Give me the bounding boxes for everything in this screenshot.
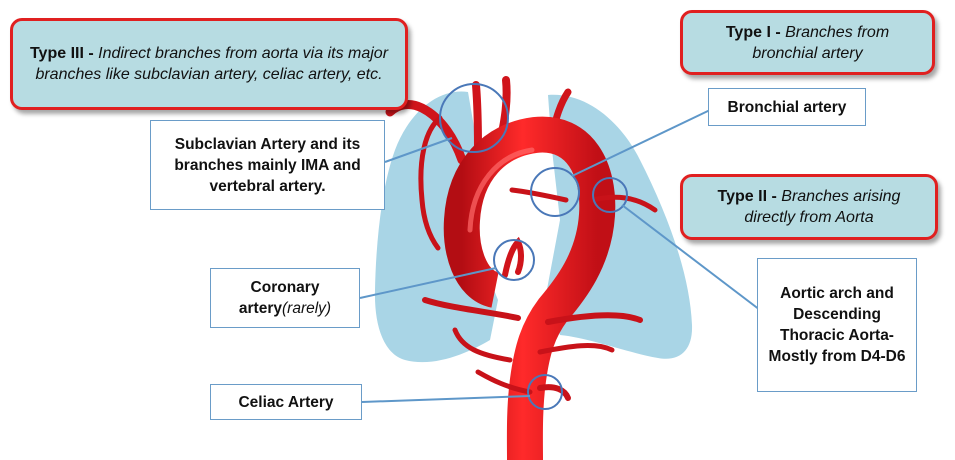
coronary-artery xyxy=(505,242,521,275)
callout-type-iii: Type III - Indirect branches from aorta … xyxy=(10,18,408,110)
neck-branch-1 xyxy=(476,85,478,150)
label-coronary-artery: Coronary artery(rarely) xyxy=(210,268,360,328)
label-aortic-arch: Aortic arch and Descending Thoracic Aort… xyxy=(757,258,917,392)
label-celiac-text: Celiac Artery xyxy=(238,392,333,413)
callout-type-ii: Type II - Branches arising directly from… xyxy=(680,174,938,240)
label-bronchial-artery: Bronchial artery xyxy=(708,88,866,126)
label-coronary-note: (rarely) xyxy=(282,300,331,317)
callout-type-i-heading: Type I xyxy=(726,24,771,41)
label-aortic-text: Aortic arch and Descending Thoracic Aort… xyxy=(766,283,908,367)
callout-type-ii-heading: Type II xyxy=(718,188,768,205)
label-bronchial-text: Bronchial artery xyxy=(728,97,847,118)
label-subclavian-artery: Subclavian Artery and its branches mainl… xyxy=(150,120,385,210)
label-celiac-artery: Celiac Artery xyxy=(210,384,362,420)
callout-type-iii-heading: Type III xyxy=(30,45,84,62)
callout-type-ii-separator: - xyxy=(767,188,781,205)
label-subclavian-text: Subclavian Artery and its branches mainl… xyxy=(159,134,376,197)
callout-type-i: Type I - Branches from bronchial artery xyxy=(680,10,935,75)
callout-type-iii-separator: - xyxy=(84,45,98,62)
callout-type-i-separator: - xyxy=(771,24,785,41)
connector-celiac xyxy=(362,396,530,402)
label-coronary-text: Coronary artery(rarely) xyxy=(219,277,351,319)
